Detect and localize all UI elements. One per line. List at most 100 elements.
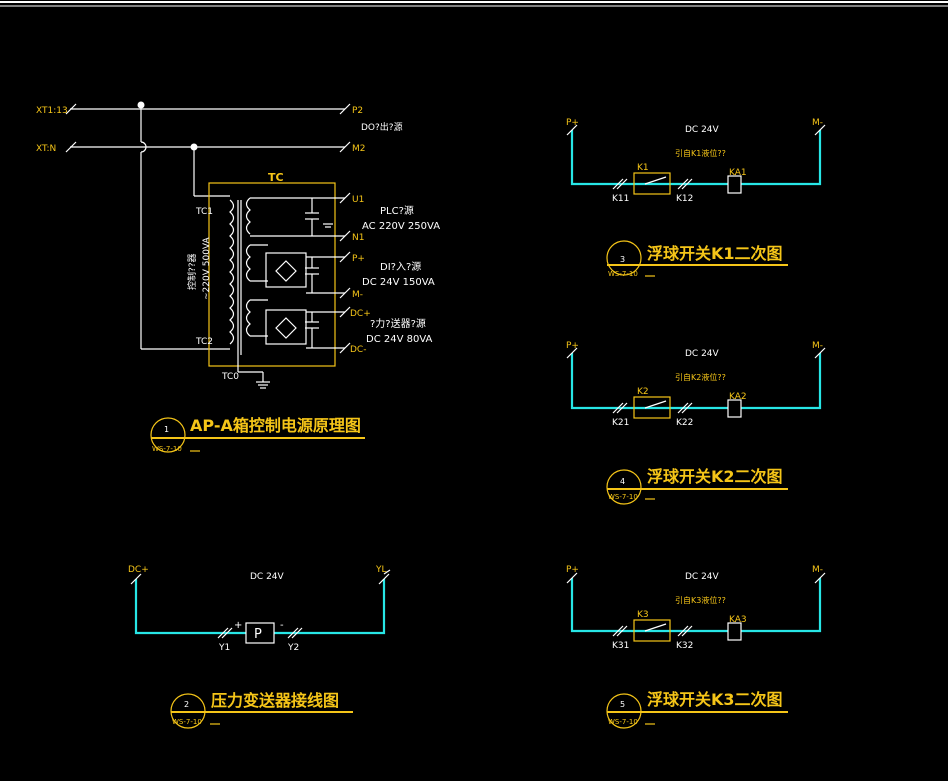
diagram-title: AP-A箱控制电源原理图 <box>190 416 361 435</box>
m-minus-label: M- <box>812 565 823 575</box>
relay-coil-ka1 <box>727 175 742 194</box>
switch-contacts <box>566 347 826 414</box>
output-p2-label: P2 <box>352 106 363 116</box>
pressure-transmitter-diagram: DC+ YL DC 24V P + - Y1 Y2 2 WS-7-10 压力变送… <box>128 565 391 729</box>
relay-k3-box <box>633 619 671 642</box>
m-minus-label: M- <box>812 341 823 351</box>
dc-minus-label: DC- <box>350 345 366 355</box>
p-plus-label: P+ <box>566 341 579 351</box>
yl-label: YL <box>375 565 387 575</box>
p-plus-label: P+ <box>566 565 579 575</box>
source-note: 引自K1液位?? <box>675 148 726 158</box>
main-wiring <box>65 103 351 350</box>
coil-label: KA3 <box>729 615 747 625</box>
coil-label: KA1 <box>729 168 747 178</box>
control-power-diagram: XT1:13 XT:N P2 M2 DO?出?源 TC TC1 TC2 TC0 <box>36 101 440 453</box>
terminal-xt-n-label: XT:N <box>36 144 56 154</box>
control-loop-wire <box>570 578 822 633</box>
diagram-number-circle <box>150 417 186 453</box>
relay-label: K1 <box>637 163 649 173</box>
p-plus-label: P+ <box>352 254 365 264</box>
plus-sign: + <box>234 620 242 631</box>
drawing-ref: WS-7-10 <box>608 270 638 278</box>
secondary-circuits <box>250 192 351 354</box>
dc-plus-label: DC+ <box>128 565 149 575</box>
pressure-transmitter-box <box>245 622 275 644</box>
di-supply-rating: DC 24V 150VA <box>362 277 435 288</box>
n1-label: N1 <box>352 233 364 243</box>
control-loop-wire <box>570 353 822 410</box>
float-switch-k2-diagram: P+ M- DC 24V 引自K2液位?? K2 KA2 K21 K22 4 W… <box>566 341 826 505</box>
terminal-y2: Y2 <box>287 643 299 653</box>
transmitter-supply-rating: DC 24V 80VA <box>366 334 433 345</box>
control-box <box>208 182 336 367</box>
supply-label: DC 24V <box>685 572 720 582</box>
di-supply-label: DI?入?源 <box>380 260 421 273</box>
terminal-k32: K32 <box>676 641 693 651</box>
m-minus-label: M- <box>352 290 363 300</box>
terminal-k31: K31 <box>612 641 629 651</box>
pressure-loop-wire <box>134 579 386 635</box>
switch-contacts <box>566 572 826 637</box>
diagram-title: 压力变送器接线图 <box>211 691 339 710</box>
diagram-title: 浮球开关K1二次图 <box>647 244 783 263</box>
transmitter-symbol: P <box>254 627 262 642</box>
terminal-k11: K11 <box>612 194 629 204</box>
supply-label: DC 24V <box>250 572 285 582</box>
diagram-number-circle <box>606 469 642 505</box>
m-minus-label: M- <box>812 118 823 128</box>
u1-label: U1 <box>352 195 364 205</box>
drawing-ref: WS-7-10 <box>608 493 638 501</box>
source-note: 引自K2液位?? <box>675 372 726 382</box>
relay-label: K2 <box>637 387 649 397</box>
transmitter-supply-label: ?力?送器?源 <box>370 317 426 330</box>
terminal-k22: K22 <box>676 418 693 428</box>
diagram-number: 5 <box>620 700 625 709</box>
float-switch-k3-diagram: P+ M- DC 24V 引自K3液位?? K3 KA3 K31 K32 5 W… <box>566 565 826 729</box>
terminal-y1: Y1 <box>218 643 230 653</box>
relay-k1-box <box>633 172 671 195</box>
switch-contacts <box>566 124 826 190</box>
relay-coil-ka2 <box>727 399 742 418</box>
junction-dot <box>137 101 145 109</box>
relay-coil-ka3 <box>727 622 742 641</box>
output-m2-label: M2 <box>352 144 366 154</box>
relay-label: K3 <box>637 610 649 620</box>
junction-dot <box>190 143 198 151</box>
supply-label: DC 24V <box>685 125 720 135</box>
minus-sign: - <box>280 620 284 631</box>
dc-plus-label: DC+ <box>350 309 371 319</box>
tc0-label: TC0 <box>221 372 239 382</box>
box-label: TC <box>268 171 284 184</box>
diagram-number-circle <box>606 240 642 276</box>
transformer-label: 控制??器 <box>186 253 198 290</box>
diagram-number: 3 <box>620 255 625 264</box>
terminal-k12: K12 <box>676 194 693 204</box>
tc1-label: TC1 <box>195 207 213 217</box>
diagram-title: 浮球开关K3二次图 <box>647 690 783 709</box>
plc-supply-label: PLC?源 <box>380 204 414 217</box>
pressure-terminals <box>130 569 391 639</box>
float-switch-k1-diagram: P+ M- DC 24V 引自K1液位?? K1 KA1 K11 K12 3 W… <box>566 118 826 278</box>
diagram-title: 浮球开关K2二次图 <box>647 467 783 486</box>
tc2-label: TC2 <box>195 337 213 347</box>
transformer-rating: ~220V 500VA <box>202 237 212 300</box>
diagram-number: 1 <box>164 425 169 434</box>
do-supply-label: DO?出?源 <box>361 121 403 133</box>
supply-label: DC 24V <box>685 349 720 359</box>
terminal-k21: K21 <box>612 418 629 428</box>
control-loop-wire <box>570 130 822 186</box>
plc-supply-rating: AC 220V 250VA <box>362 221 440 232</box>
p-plus-label: P+ <box>566 118 579 128</box>
drawing-ref: WS-7-10 <box>172 718 202 726</box>
source-note: 引自K3液位?? <box>675 595 726 605</box>
transformer-symbol <box>229 197 270 389</box>
diagram-number: 2 <box>184 700 189 709</box>
coil-label: KA2 <box>729 392 747 402</box>
terminal-xt1-13-label: XT1:13 <box>36 106 68 116</box>
drawing-ref: WS-7-10 <box>608 718 638 726</box>
relay-k2-box <box>633 396 671 419</box>
diagram-number: 4 <box>620 477 625 486</box>
drawing-ref: WS-7-10 <box>152 445 182 453</box>
